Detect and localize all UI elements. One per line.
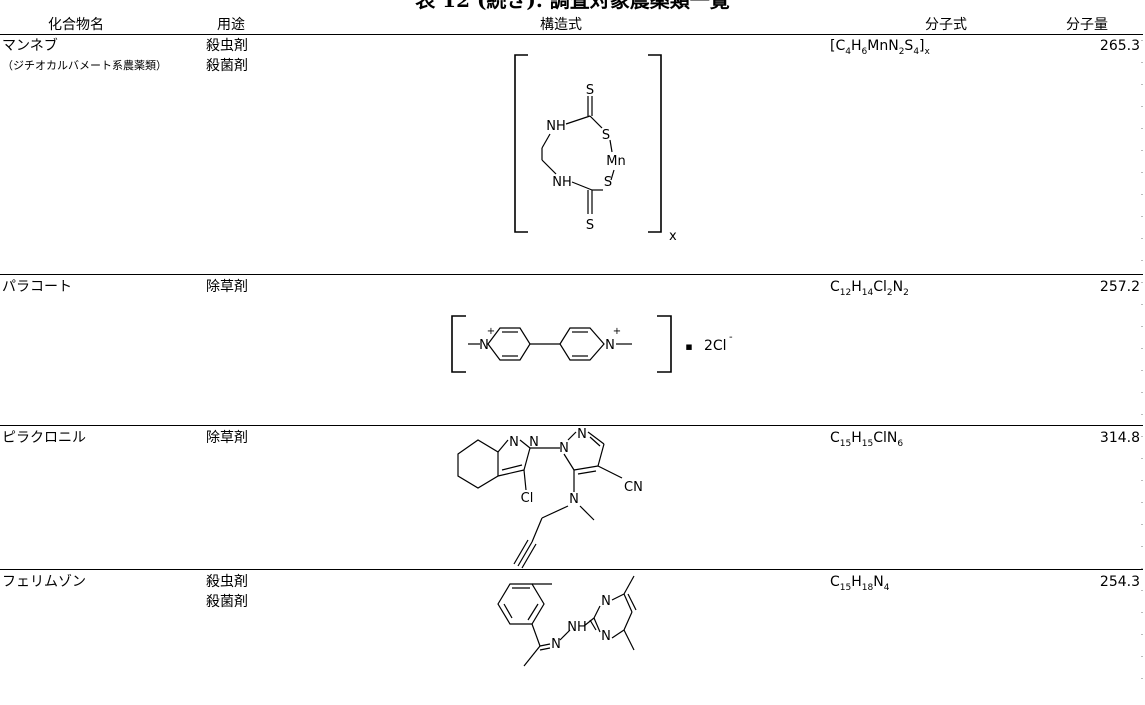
margin-dot [1141,414,1143,415]
atom-label: N [569,492,579,507]
margin-dot [1141,678,1143,679]
atom-label: N [601,629,611,644]
atom-label: N [529,435,539,450]
margin-dot [1141,458,1143,459]
margin-dot [1141,546,1143,547]
compound-name: ピラクロニル [2,430,86,446]
atom-label: Cl [521,491,534,506]
margin-dot [1141,590,1143,591]
molecular-weight: 314.8 [1099,430,1140,446]
margin-dot [1141,480,1143,481]
atom-label: Mn [606,154,625,169]
molecular-weight: 257.2 [1099,279,1140,295]
molecular-weight: 254.3 [1099,574,1140,590]
margin-dot [1141,128,1143,129]
margin-dot [1141,260,1143,261]
use-label: 殺虫剤 [206,574,248,590]
margin-dot [1141,150,1143,151]
molecular-formula: C15H15ClN6 [830,430,904,449]
atom-label: S [586,218,594,233]
margin-dot [1141,348,1143,349]
atom-label: NH [567,620,587,635]
header-use: 用途 [217,17,245,33]
compound-name: マンネブ [2,38,58,54]
margin-dot [1141,502,1143,503]
margin-dot [1141,84,1143,85]
charge-label: - [729,332,733,343]
atom-label: S [604,175,612,190]
atom-label: N [509,435,519,450]
row-divider [0,569,1143,570]
subscript-label: x [669,229,677,244]
margin-dot [1141,436,1143,437]
use-label: 殺菌剤 [206,58,248,74]
margin-dot [1141,392,1143,393]
margin-dot [1141,62,1143,63]
pyraclonil-structure: N N N N CN Cl N [457,427,643,569]
molecular-formula: [C4H6MnN2S4]x [830,38,930,57]
margin-dot [1141,612,1143,613]
header-compound-name: 化合物名 [48,17,104,33]
margin-dot [1141,326,1143,327]
counter-ion-label: 2Cl [704,338,727,354]
atom-label: N [601,594,611,609]
compound-subname: （ジチオカルバメート系農薬類） [2,59,167,72]
use-label: 除草剤 [206,430,248,446]
compound-name: パラコート [2,279,72,295]
molecular-formula: C15H18N4 [830,574,890,593]
atom-label: S [602,128,610,143]
use-label: 除草剤 [206,279,248,295]
header-mw: 分子量 [1066,17,1108,33]
atom-label: NH [546,119,566,134]
atom-label: NH [552,175,572,190]
molecular-weight: 265.3 [1099,38,1140,54]
margin-dot [1141,568,1143,569]
header-rule [0,34,1143,35]
use-label: 殺菌剤 [206,594,248,610]
dot-label: ▪ [685,340,692,353]
margin-dot [1141,304,1143,305]
atom-label: N [551,637,561,652]
margin-dot [1141,106,1143,107]
maneb-structure: S NH S Mn S NH S x [514,54,677,244]
atom-label: N [559,441,569,456]
use-label: 殺虫剤 [206,38,248,54]
margin-dot [1141,172,1143,173]
header-formula: 分子式 [925,17,967,33]
row-divider [0,425,1143,426]
margin-dot [1141,524,1143,525]
charge-label: + [613,326,621,337]
table-title: 表 12 (続き). 調査対象農薬類一覧 [415,0,730,12]
margin-dot [1141,194,1143,195]
row-divider [0,274,1143,275]
paraquat-structure: N + N + ▪ 2Cl - [451,315,733,373]
ferimzone-structure: N NH N N [497,575,637,667]
atom-label: S [586,83,594,98]
atom-label: N [577,427,587,442]
margin-dot [1141,216,1143,217]
margin-dot [1141,238,1143,239]
margin-dot [1141,634,1143,635]
atom-label: CN [624,480,643,495]
header-structure: 構造式 [540,17,582,33]
margin-dot [1141,656,1143,657]
margin-dot [1141,370,1143,371]
margin-dot [1141,40,1143,41]
molecular-formula: C12H14Cl2N2 [830,279,909,298]
charge-label: + [487,326,495,337]
atom-label: N [605,338,615,353]
margin-dot [1141,282,1143,283]
atom-label: N [479,338,489,353]
compound-name: フェリムゾン [2,574,86,590]
